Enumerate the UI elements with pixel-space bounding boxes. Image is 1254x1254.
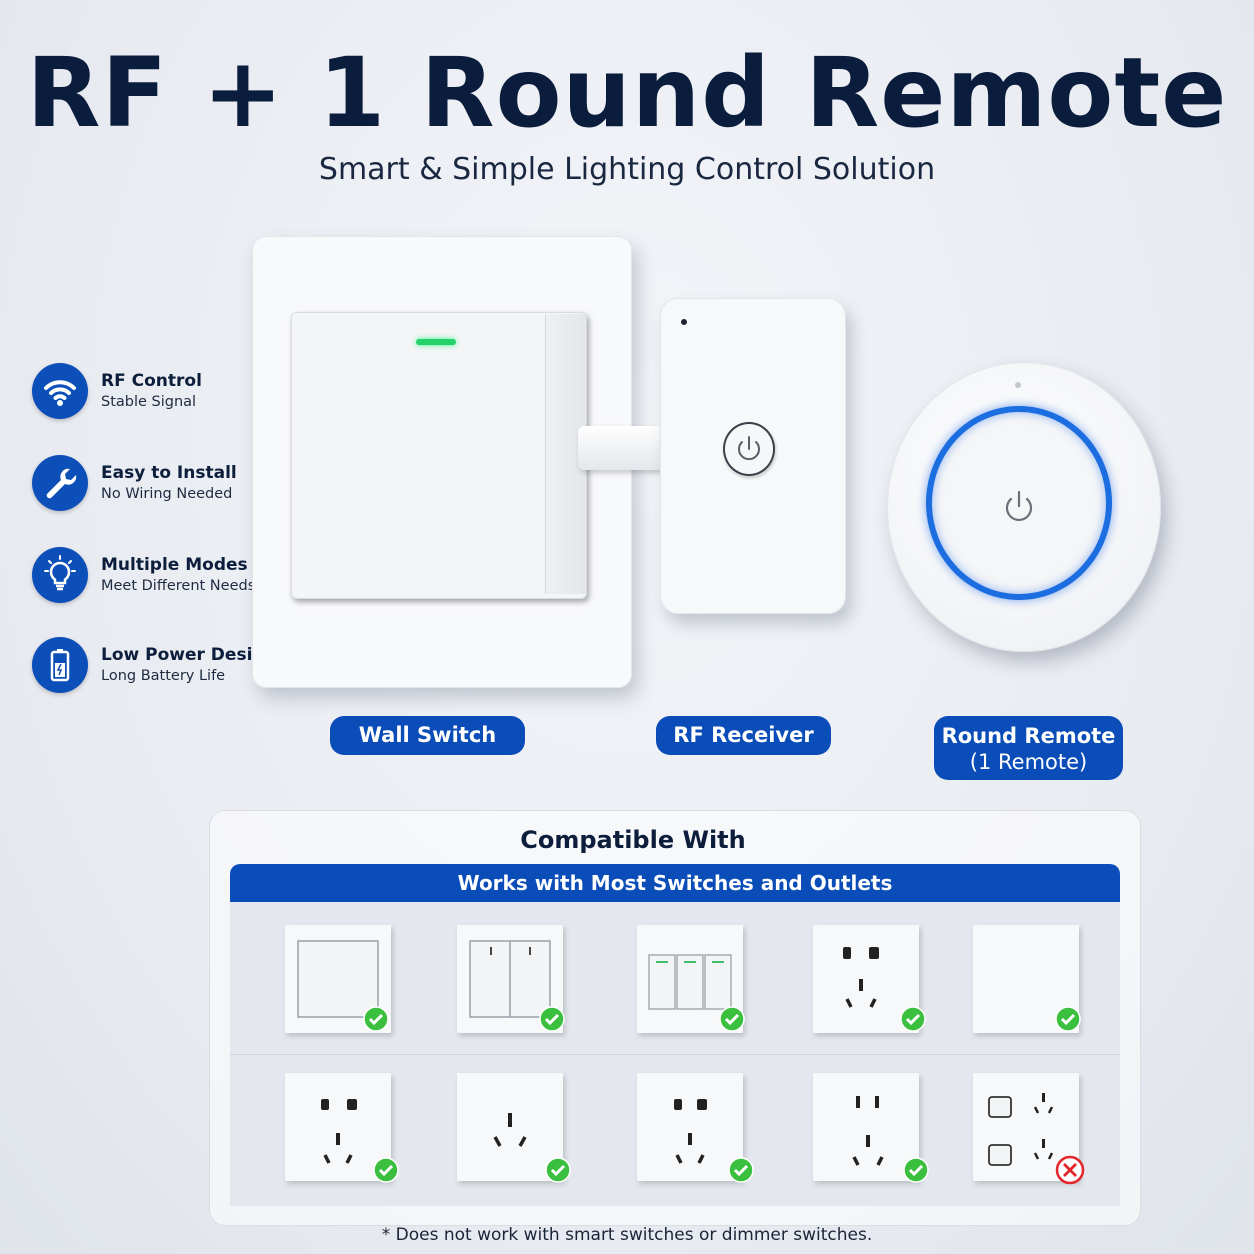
lightbulb-icon: [32, 547, 88, 603]
remote-blue-ring: [926, 406, 1112, 600]
feature-title: Easy to Install: [101, 463, 237, 483]
tile-five-hole-outlet-alt: [637, 1073, 743, 1181]
feature-rf-control: RF Control Stable Signal: [32, 363, 272, 423]
power-icon: [738, 436, 760, 461]
check-icon: [1055, 1006, 1081, 1032]
remote-indicator-dot: [1015, 382, 1021, 388]
check-icon: [373, 1157, 399, 1183]
label-round-remote: Round Remote (1 Remote): [934, 716, 1123, 780]
feature-subtitle: Stable Signal: [101, 394, 197, 410]
page-subtitle: Smart & Simple Lighting Control Solution: [318, 152, 936, 187]
wifi-icon: [32, 363, 88, 419]
receiver-power-button: [723, 422, 775, 476]
receiver-indicator-dot: [681, 319, 687, 325]
footnote: * Does not work with smart switches or d…: [381, 1225, 873, 1245]
check-icon: [728, 1157, 754, 1183]
check-icon: [900, 1006, 926, 1032]
feature-subtitle: No Wiring Needed: [101, 486, 233, 502]
check-icon: [719, 1006, 745, 1032]
indicator-led: [416, 339, 456, 345]
tile-flat-pin-outlet: [813, 1073, 919, 1181]
label-round-remote-qty: (1 Remote): [969, 750, 1088, 774]
feature-title: Multiple Modes: [101, 555, 248, 575]
battery-icon: [32, 637, 88, 693]
tile-five-hole-outlet: [285, 1073, 391, 1181]
check-icon: [363, 1006, 389, 1032]
wrench-icon: [32, 455, 88, 511]
label-rf-receiver: RF Receiver: [656, 716, 831, 755]
row-divider: [230, 1054, 1120, 1055]
feature-multiple-modes: Multiple Modes Meet Different Needs: [32, 547, 272, 607]
feature-title: Low Power Design: [101, 645, 277, 665]
feature-subtitle: Meet Different Needs: [101, 578, 256, 594]
compat-title: Compatible With: [520, 826, 746, 854]
power-icon: [1005, 490, 1033, 521]
compat-banner: Works with Most Switches and Outlets: [230, 864, 1120, 902]
feature-low-power: Low Power Design Long Battery Life: [32, 637, 277, 697]
feature-easy-install: Easy to Install No Wiring Needed: [32, 455, 272, 515]
feature-title: RF Control: [101, 371, 202, 391]
feature-subtitle: Long Battery Life: [101, 668, 226, 684]
label-wall-switch: Wall Switch: [330, 716, 525, 755]
check-icon: [539, 1006, 565, 1032]
receiver-arm: [578, 426, 664, 470]
page-title: RF + 1 Round Remote: [26, 37, 1228, 149]
cross-icon: [1055, 1155, 1085, 1185]
check-icon: [545, 1157, 571, 1183]
tile-three-hole-outlet: [457, 1073, 563, 1181]
check-icon: [903, 1157, 929, 1183]
wall-switch-rocker: [291, 312, 587, 599]
label-round-remote-name: Round Remote: [941, 724, 1116, 748]
